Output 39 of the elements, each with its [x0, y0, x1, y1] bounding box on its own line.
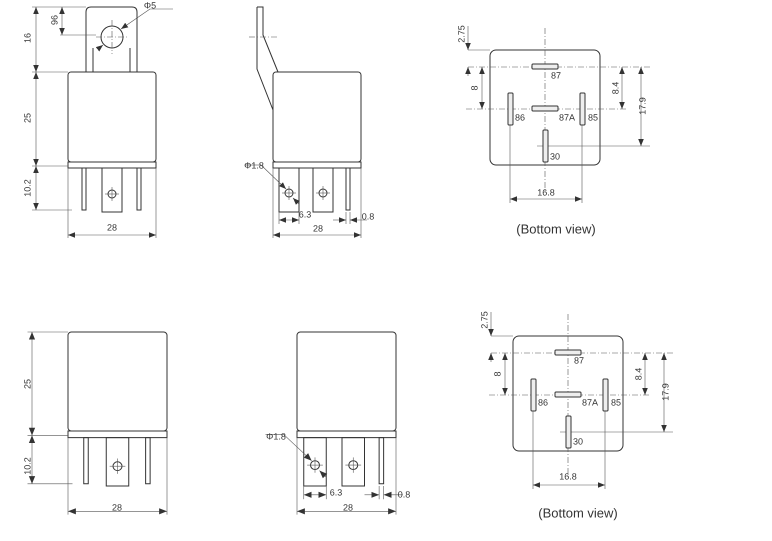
dimension-label: 28	[313, 224, 323, 234]
dimension-label: 2.75	[480, 311, 490, 329]
dimension-label: 8	[494, 372, 502, 376]
dimension-label: 16.8	[559, 472, 577, 482]
pin-label: 87A	[559, 114, 575, 122]
pin-label: 86	[515, 114, 525, 122]
dimension-label: 10.2	[24, 179, 32, 197]
view-caption: (Bottom view)	[538, 504, 618, 522]
pin-label: 85	[611, 398, 621, 408]
pin-label: 86	[538, 398, 548, 408]
dimension-label: Φ1.8	[266, 432, 286, 442]
dimension-label: 17.9	[638, 97, 648, 115]
dimension-label: 16.8	[537, 188, 555, 198]
dimension-label: 25	[24, 113, 32, 123]
dimension-label: 28	[112, 504, 122, 512]
dimension-label: 8.4	[634, 368, 644, 380]
dimension-label: 25	[24, 379, 32, 389]
pin-label: 30	[573, 438, 583, 446]
pin-label: 85	[588, 114, 598, 122]
dimension-label: 10.2	[24, 457, 32, 475]
dimension-label: 16	[24, 33, 32, 43]
dimension-label: 2.75	[458, 25, 466, 43]
pin-label: 87	[574, 356, 584, 366]
dimension-label: Φ5	[144, 2, 156, 10]
view-caption: (Bottom view)	[516, 220, 596, 238]
dimension-label: 28	[107, 224, 117, 232]
dimension-label: 6.3	[330, 488, 342, 498]
dimension-label: 8	[470, 86, 480, 90]
pin-label: 87	[551, 72, 561, 80]
dimension-label: 8.4	[612, 82, 620, 94]
dimension-label: 17.9	[662, 383, 670, 401]
dimension-label: 0.8	[362, 212, 374, 222]
pin-label: 30	[550, 152, 560, 162]
dimension-label: Φ1.8	[244, 162, 264, 170]
pin-label: 87A	[582, 398, 598, 408]
dimension-label: 6.3	[298, 210, 312, 220]
dimension-label: 0.8	[398, 490, 410, 500]
dimension-label: 96	[50, 15, 60, 25]
dimension-label: 28	[343, 504, 353, 512]
